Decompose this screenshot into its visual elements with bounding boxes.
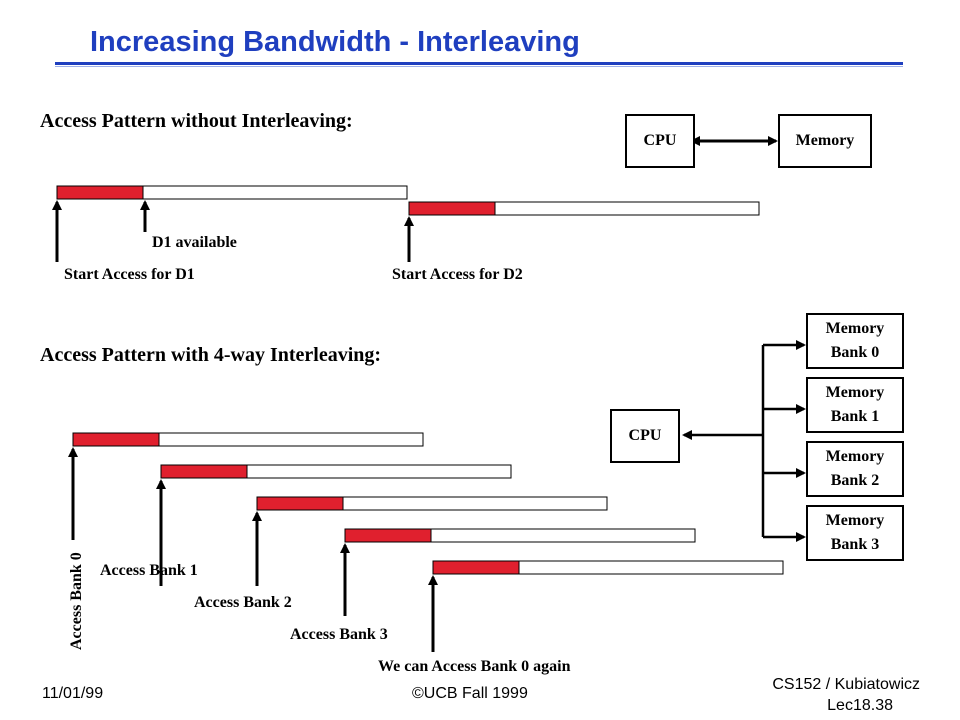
heading-no-interleave: Access Pattern without Interleaving:: [40, 110, 353, 132]
access-bar-d1: [56, 185, 408, 200]
access-bar-d2: [408, 201, 760, 216]
memory-box: Memory: [778, 114, 872, 168]
bank-2-line1: Memory: [825, 448, 885, 465]
bank-2-line2: Bank 2: [830, 472, 880, 489]
slide-title: Increasing Bandwidth - Interleaving: [90, 26, 580, 58]
timeline-interleave: [68, 432, 784, 652]
footer-copyright: ©UCB Fall 1999: [412, 685, 528, 702]
access-bar-bank0-again: [432, 560, 784, 575]
title-underline: [55, 62, 903, 65]
label-d1-available: D1 available: [152, 234, 237, 251]
label-access-bank3: Access Bank 3: [290, 626, 388, 643]
bank-1-line1: Memory: [825, 384, 885, 401]
label-access-bank1: Access Bank 1: [100, 562, 198, 579]
access-bar-bank2: [256, 496, 608, 511]
bank-bus: [682, 340, 806, 542]
bank-0-line1: Memory: [825, 320, 885, 337]
access-bar-bank0: [72, 432, 424, 447]
label-start-d1: Start Access for D1: [64, 266, 195, 283]
cpu-box-interleave: CPU: [610, 409, 680, 463]
title-underline-shadow: [55, 66, 903, 67]
access-bar-bank1: [160, 464, 512, 479]
bank-3-line1: Memory: [825, 512, 885, 529]
label-access-bank0: Access Bank 0: [68, 552, 85, 650]
bank-1-line2: Bank 1: [830, 408, 880, 425]
cpu-box-interleave-label: CPU: [628, 427, 662, 444]
cpu-box: CPU: [625, 114, 695, 168]
label-start-d2: Start Access for D2: [392, 266, 523, 283]
heading-interleave: Access Pattern with 4-way Interleaving:: [40, 344, 382, 366]
footer-course: CS152 / Kubiatowicz: [772, 676, 920, 693]
access-bar-bank3: [344, 528, 696, 543]
memory-box-label: Memory: [795, 132, 855, 149]
timeline-no-interleave: [52, 185, 760, 262]
footer-date: 11/01/99: [42, 685, 104, 702]
label-access-bank0-again: We can Access Bank 0 again: [378, 658, 571, 675]
bank-3-line2: Bank 3: [830, 536, 880, 553]
label-access-bank2: Access Bank 2: [194, 594, 292, 611]
footer-lecture: Lec18.38: [827, 697, 893, 714]
cpu-box-label: CPU: [643, 132, 677, 149]
bank-0-line2: Bank 0: [830, 344, 880, 361]
